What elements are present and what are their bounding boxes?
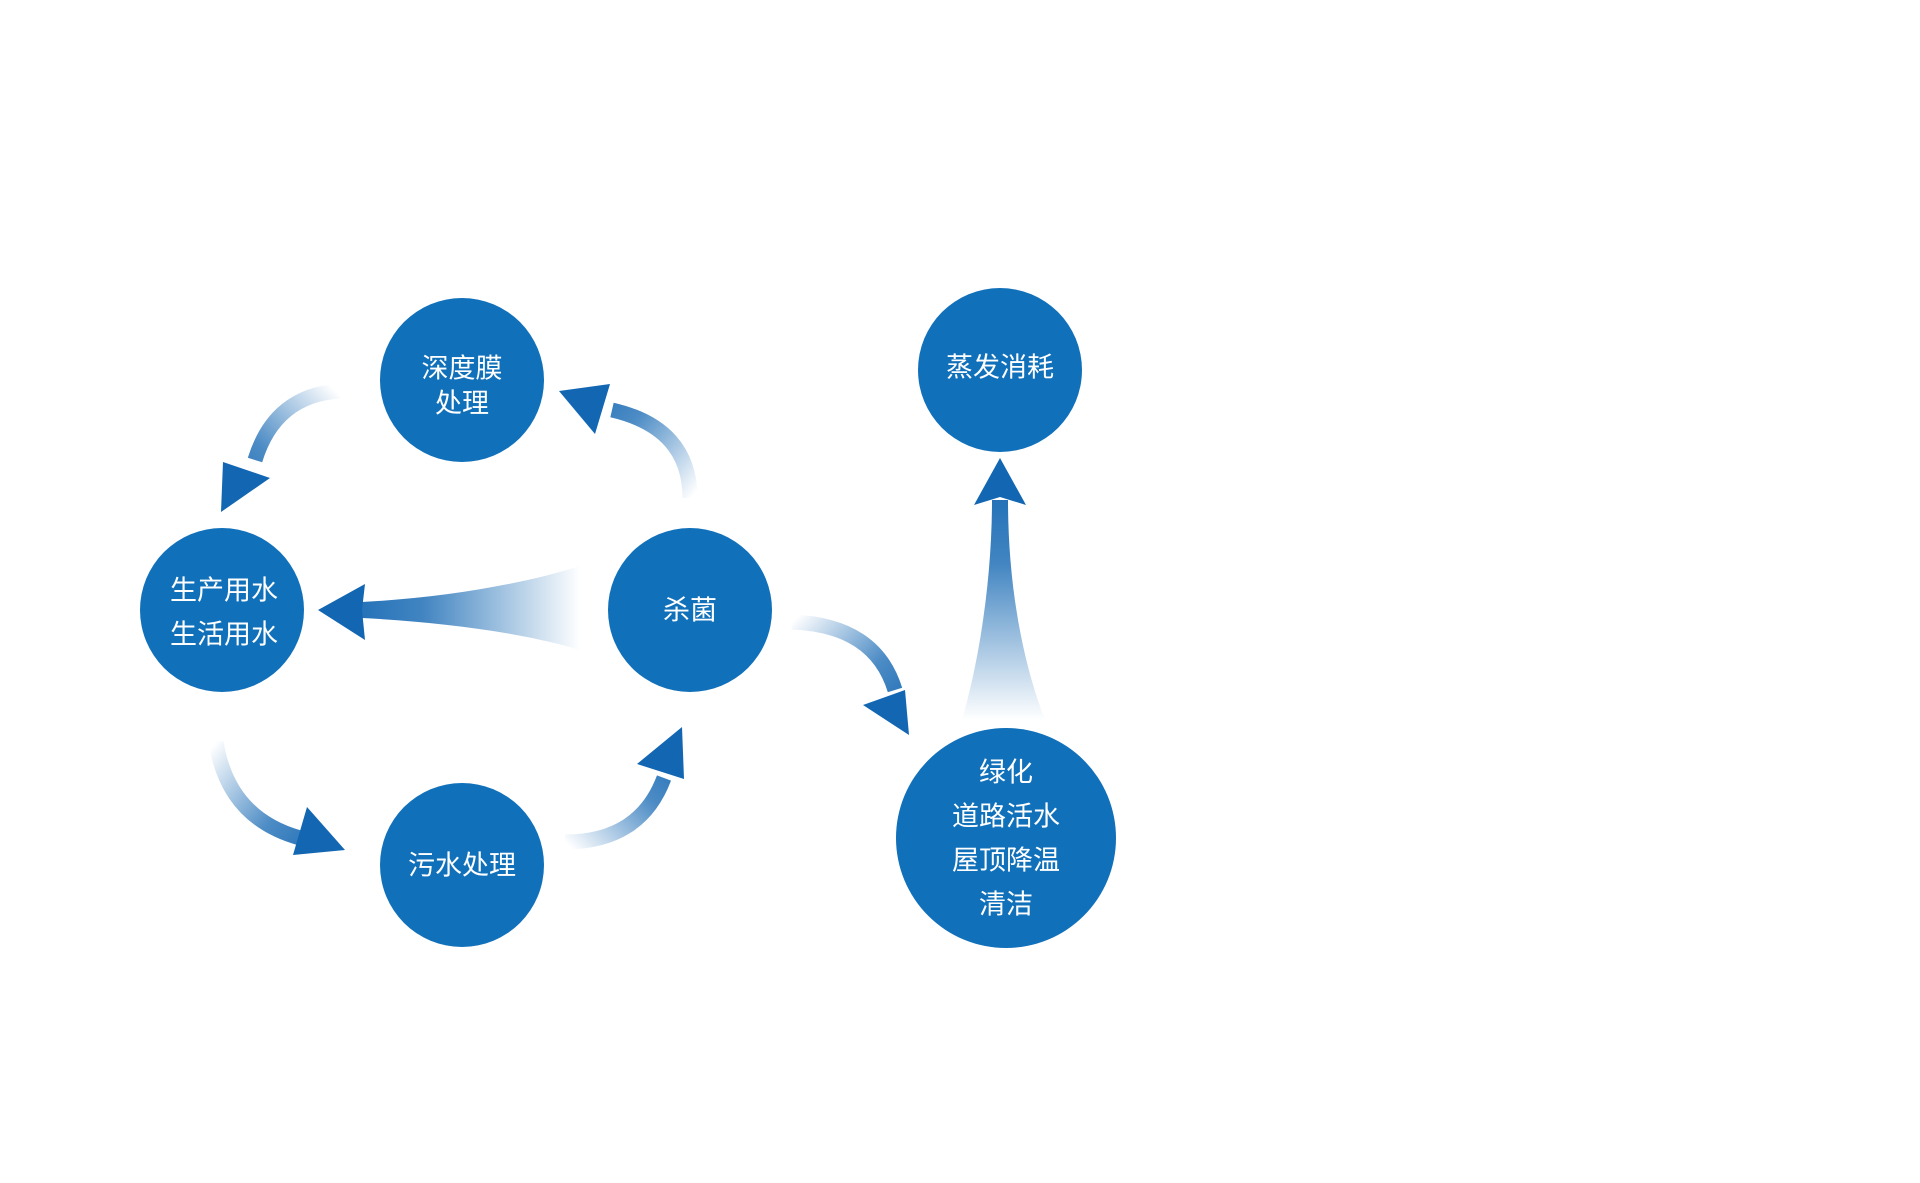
node-production-water-line1: 生产用水 <box>170 576 278 607</box>
node-sterilization-circle <box>608 528 772 692</box>
node-greening-line4: 清洁 <box>979 890 1033 921</box>
node-sewage-treatment: 污水处理 <box>380 783 544 947</box>
node-sewage-treatment-label: 污水处理 <box>408 851 516 882</box>
arrow-sterilization-to-membrane <box>559 384 698 499</box>
arrow-sewage-to-sterilization <box>564 727 684 850</box>
node-greening-circle <box>896 728 1116 948</box>
node-evaporation-label: 蒸发消耗 <box>946 353 1054 384</box>
node-greening-line1: 绿化 <box>979 758 1033 789</box>
arrow-membrane-to-production <box>221 383 341 512</box>
node-deep-membrane-circle <box>380 298 544 462</box>
node-sterilization: 杀菌 <box>608 528 772 692</box>
arrow-sterilization-to-production <box>318 566 580 650</box>
node-greening: 绿化 道路活水 屋顶降温 清洁 <box>896 728 1116 948</box>
node-evaporation: 蒸发消耗 <box>918 288 1082 452</box>
node-deep-membrane-line2: 处理 <box>435 389 489 420</box>
node-sterilization-label: 杀菌 <box>663 596 717 627</box>
node-greening-line2: 道路活水 <box>952 802 1060 833</box>
arrow-greening-to-evaporation <box>962 458 1045 720</box>
node-evaporation-circle <box>918 288 1082 452</box>
node-deep-membrane: 深度膜 处理 <box>380 298 544 462</box>
arrow-sterilization-to-greening <box>791 614 909 735</box>
node-production-water: 生产用水 生活用水 <box>140 528 304 692</box>
node-deep-membrane-line1: 深度膜 <box>422 354 503 385</box>
node-production-water-circle <box>140 528 304 692</box>
node-sewage-treatment-circle <box>380 783 544 947</box>
node-greening-line3: 屋顶降温 <box>952 846 1060 877</box>
arrow-production-to-sewage <box>208 740 345 855</box>
node-production-water-line2: 生活用水 <box>170 620 278 651</box>
